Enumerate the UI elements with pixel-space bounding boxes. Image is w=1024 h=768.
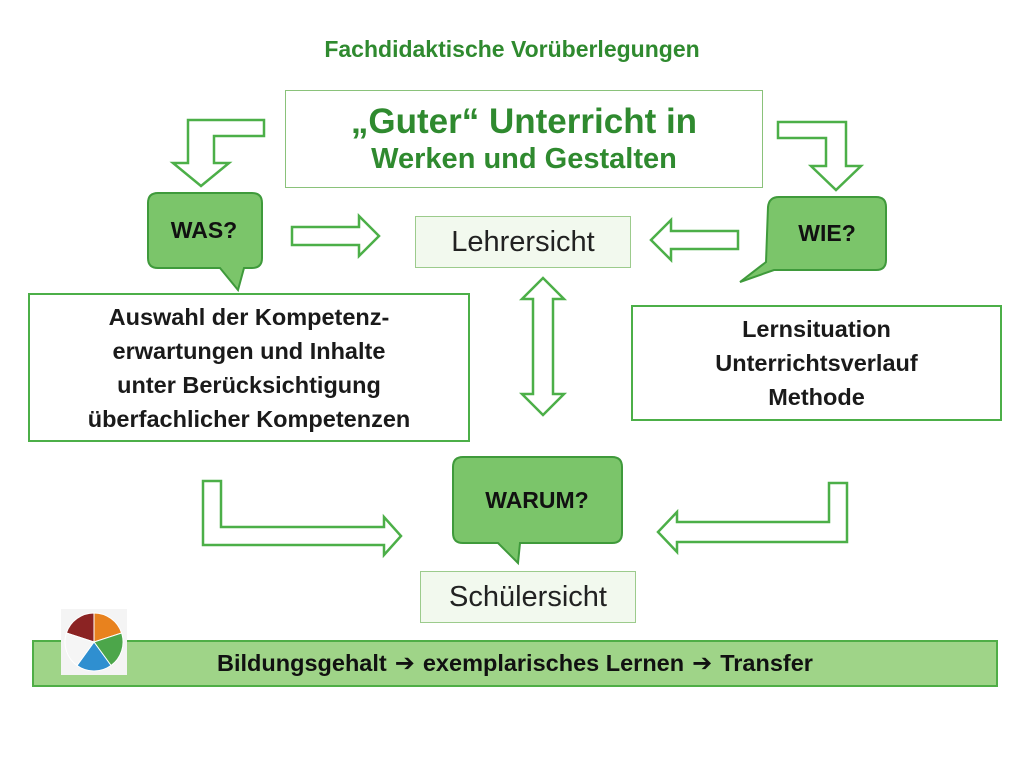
content-selection-box: Auswahl der Kompetenz- erwartungen und I… — [28, 293, 470, 442]
arrow-wie-box-to-student-view — [656, 481, 849, 556]
main-title-line-1: „Guter“ Unterricht in — [350, 102, 698, 141]
arrow-was-box-to-student-view — [201, 479, 403, 559]
arrow-was-to-teacher-view — [290, 212, 381, 260]
bottom-summary-bar: Bildungsgehalt ➔ exemplarisches Lernen ➔… — [32, 640, 998, 687]
content-selection-line-2: erwartungen und Inhalte — [112, 337, 386, 364]
student-view-box: Schülersicht — [420, 571, 636, 623]
competence-wheel-icon — [61, 609, 127, 675]
main-title-line-2: Werken und Gestalten — [371, 143, 677, 175]
content-selection-line-3: unter Berücksichtigung — [117, 371, 381, 398]
wie-speech-bubble — [739, 196, 887, 283]
summary-part-1: Bildungsgehalt — [217, 650, 387, 676]
main-title-box: „Guter“ Unterricht in Werken und Gestalt… — [285, 90, 763, 188]
summary-part-2: exemplarisches Lernen — [422, 650, 685, 676]
content-selection-line-1: Auswahl der Kompetenz- — [108, 303, 390, 330]
teacher-view-box: Lehrersicht — [415, 216, 631, 268]
lesson-method-line-1: Lernsituation — [742, 316, 891, 342]
warum-bubble-label: WARUM? — [485, 487, 589, 513]
right-arrow-icon: ➔ — [394, 650, 415, 677]
wie-bubble-label: WIE? — [798, 220, 856, 246]
was-bubble-label: WAS? — [170, 217, 238, 243]
vertical-double-arrow — [518, 276, 568, 417]
lesson-method-line-2: Unterrichtsverlauf — [715, 350, 918, 376]
lesson-method-box: Lernsituation Unterrichtsverlauf Methode — [631, 305, 1002, 421]
summary-part-3: Transfer — [720, 650, 813, 676]
page-title: Fachdidaktische Vorüberlegungen — [324, 36, 700, 62]
lesson-method-line-3: Methode — [768, 384, 865, 410]
content-selection-line-4: überfachlicher Kompetenzen — [87, 405, 411, 432]
was-speech-bubble — [147, 192, 263, 293]
arrow-wie-to-teacher-view — [649, 216, 740, 264]
warum-speech-bubble — [452, 456, 623, 566]
right-arrow-icon: ➔ — [692, 650, 713, 677]
bent-arrow-to-was — [169, 118, 266, 188]
bent-arrow-to-wie — [776, 120, 865, 192]
